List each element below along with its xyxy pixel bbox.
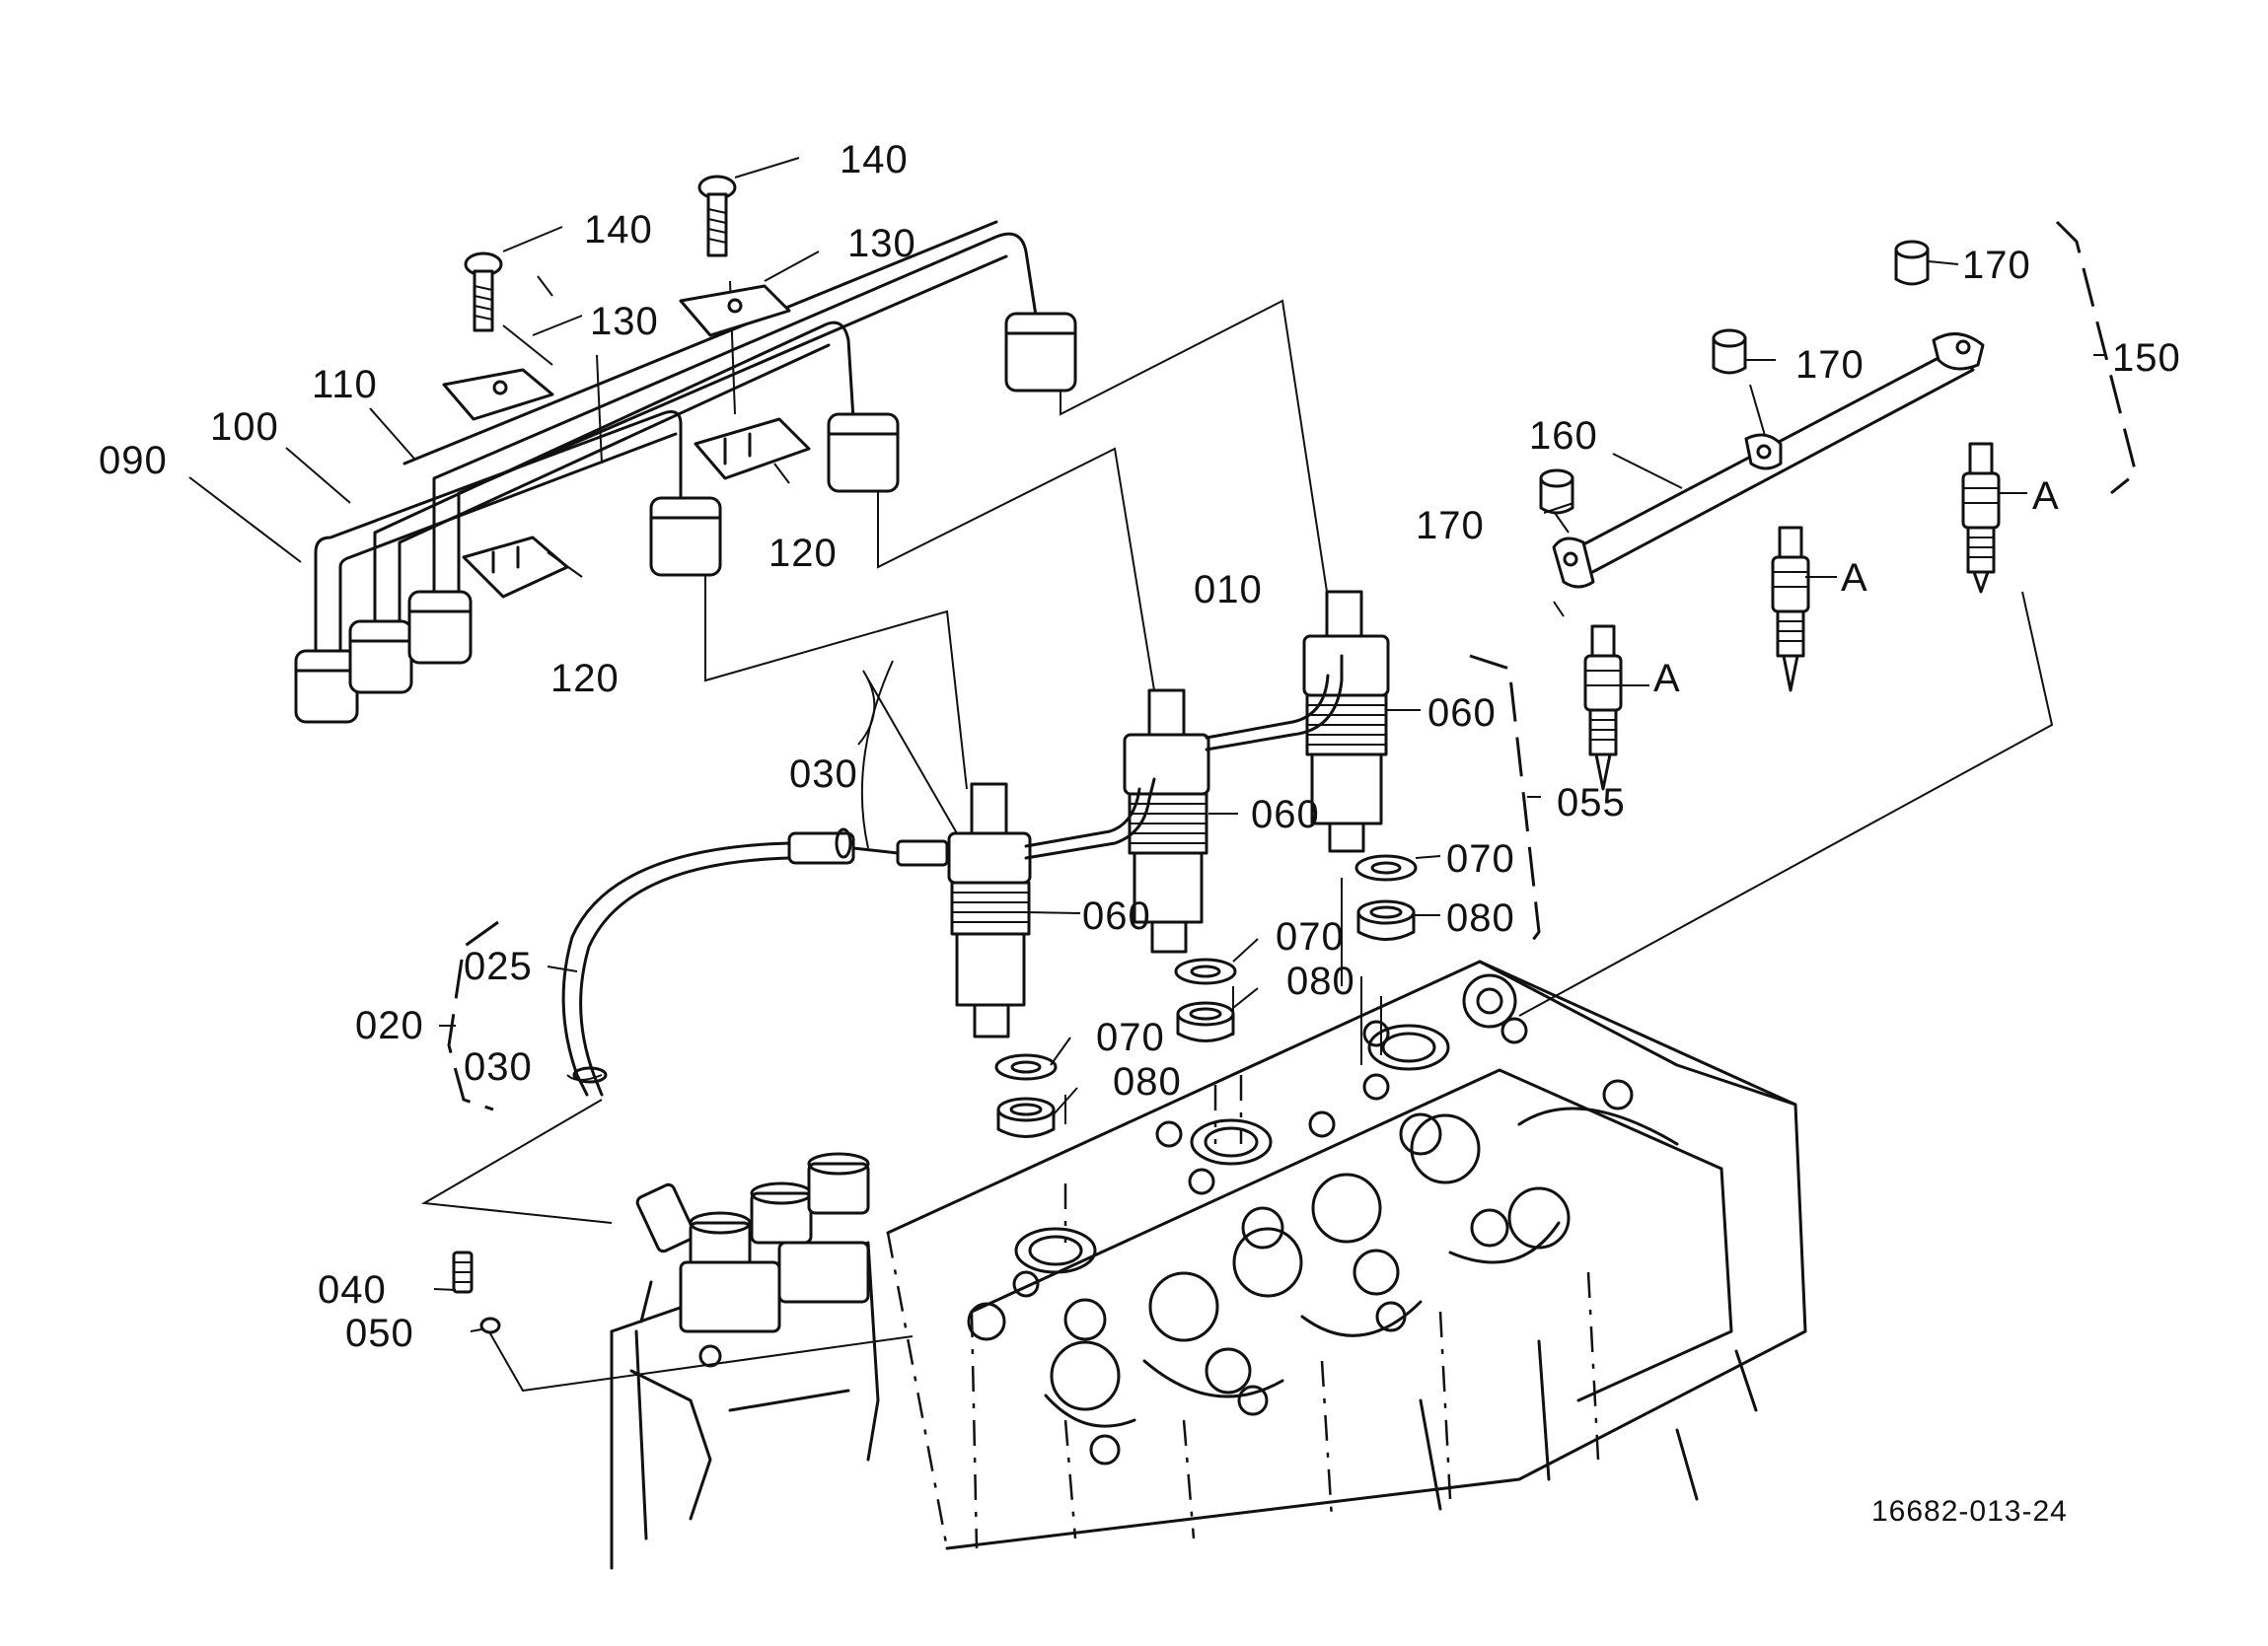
callout-030-clamp: 030 bbox=[464, 1045, 533, 1089]
callout-055: 055 bbox=[1557, 781, 1626, 824]
callout-010: 010 bbox=[1194, 568, 1263, 611]
assembly-brackets bbox=[439, 220, 2138, 1111]
callout-070-right: 070 bbox=[1446, 837, 1515, 881]
callout-170-left: 170 bbox=[1416, 504, 1485, 547]
callout-A-mid: A bbox=[1841, 556, 1868, 600]
leader-lines bbox=[420, 275, 2054, 1393]
callout-020: 020 bbox=[355, 1004, 424, 1047]
callout-170-right: 170 bbox=[1962, 244, 2031, 287]
drawing-reference-number: 16682-013-24 bbox=[1871, 1495, 2068, 1528]
injection-pipes bbox=[314, 220, 1038, 658]
cylinder-head bbox=[886, 960, 1807, 1550]
callout-leaders bbox=[188, 157, 2027, 1332]
pipe-clamps bbox=[442, 284, 811, 599]
callout-150: 150 bbox=[2112, 336, 2181, 380]
callout-080-left: 080 bbox=[1113, 1060, 1182, 1104]
callout-080-mid: 080 bbox=[1286, 960, 1355, 1003]
callout-140-left: 140 bbox=[584, 208, 653, 251]
callout-100: 100 bbox=[210, 405, 279, 449]
callout-070-left: 070 bbox=[1096, 1016, 1165, 1059]
injection-pump bbox=[610, 1152, 880, 1570]
callout-140-right: 140 bbox=[840, 138, 909, 181]
callout-130-right: 130 bbox=[847, 222, 916, 265]
callout-090: 090 bbox=[99, 439, 168, 482]
callout-060-mid: 060 bbox=[1251, 793, 1320, 836]
callout-160: 160 bbox=[1529, 414, 1598, 458]
glow-plugs bbox=[1583, 442, 2001, 791]
pipe-nuts bbox=[294, 312, 1077, 724]
lead-nuts bbox=[1539, 240, 1930, 515]
callout-A-right: A bbox=[2032, 474, 2060, 518]
callout-A-left: A bbox=[1653, 657, 1681, 700]
glow-plug-lead bbox=[1552, 332, 1985, 589]
callout-120-front: 120 bbox=[550, 657, 620, 700]
callout-170-mid: 170 bbox=[1795, 343, 1865, 387]
fitting-and-gasket bbox=[452, 1251, 501, 1334]
callout-070-mid: 070 bbox=[1276, 915, 1345, 959]
washers bbox=[994, 854, 1418, 1138]
callout-130-left: 130 bbox=[590, 300, 659, 343]
callout-060-left: 060 bbox=[1082, 895, 1151, 938]
leakoff-pipe bbox=[561, 654, 1344, 1097]
callout-040: 040 bbox=[318, 1268, 387, 1312]
callout-050: 050 bbox=[345, 1312, 414, 1355]
callout-060-right: 060 bbox=[1427, 691, 1497, 735]
clamp-bolts bbox=[464, 175, 737, 332]
callout-030-tube: 030 bbox=[789, 752, 858, 796]
callout-110: 110 bbox=[312, 363, 378, 406]
callout-120-rear: 120 bbox=[768, 532, 838, 575]
callout-025: 025 bbox=[464, 945, 533, 988]
callout-080-right: 080 bbox=[1446, 896, 1515, 940]
nozzle-holders bbox=[947, 590, 1390, 1038]
